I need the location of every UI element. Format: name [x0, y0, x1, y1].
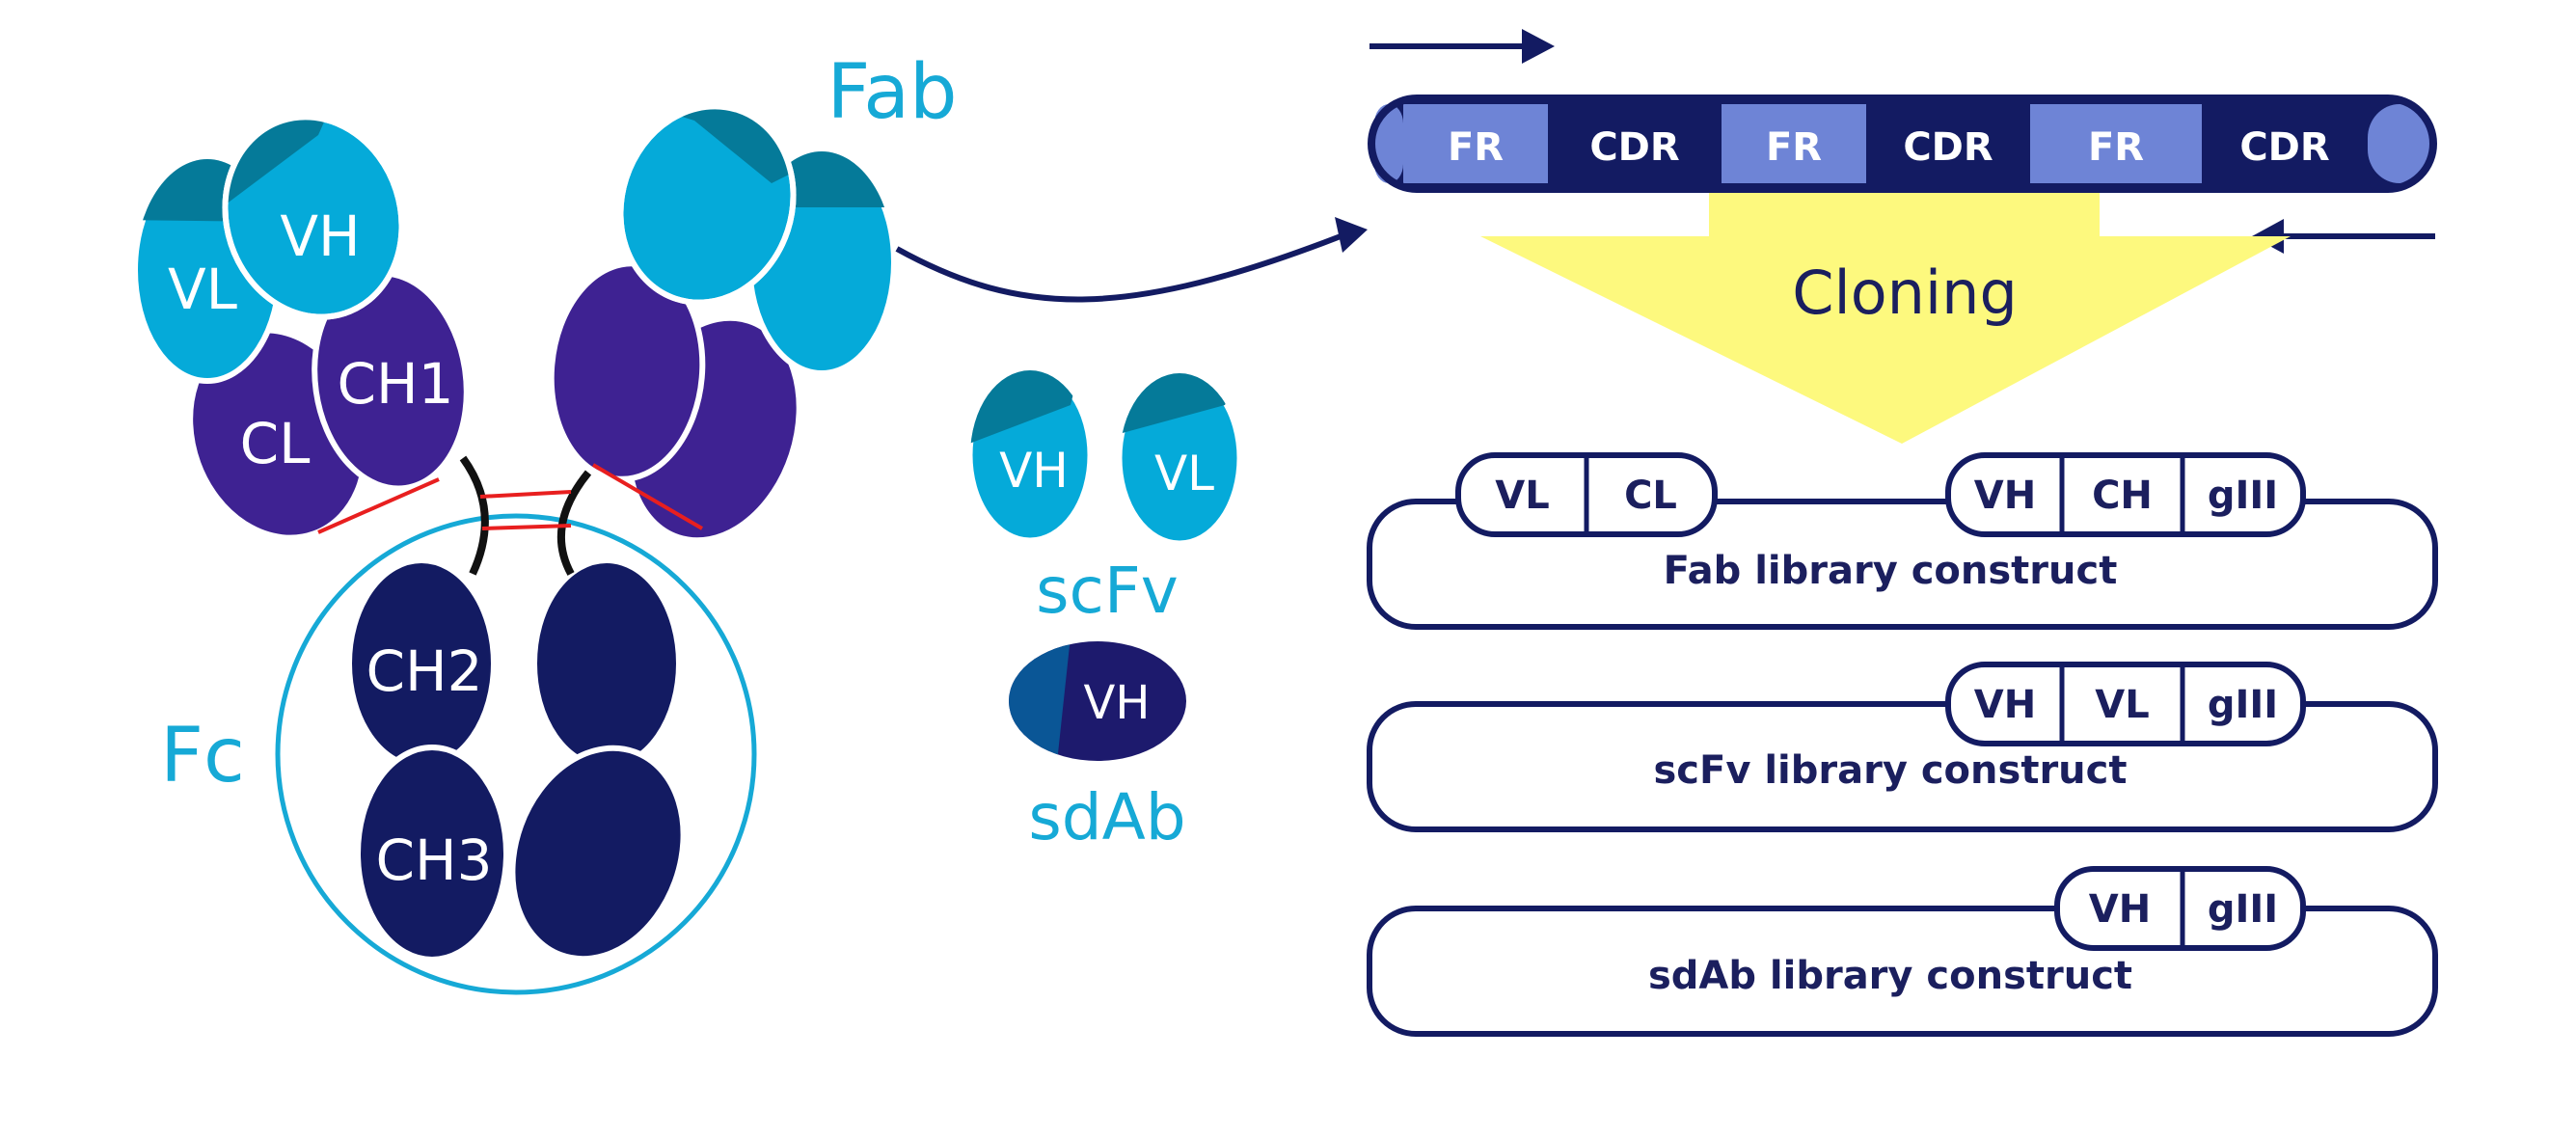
- gene-box-label: CH: [2092, 474, 2153, 518]
- construct: VH VL gIII scFv library construct: [1367, 662, 2438, 832]
- gene-box-label: gIII: [2208, 887, 2278, 932]
- strip-cap-right: [2368, 104, 2431, 183]
- construct-name: Fab library construct: [1664, 549, 2118, 593]
- gene-box-label: VL: [2095, 683, 2149, 727]
- fc-circle: [275, 513, 757, 995]
- cl-label: CL: [240, 411, 311, 476]
- strip-cap-left: [1374, 104, 1403, 183]
- ch3-label: CH3: [375, 827, 492, 893]
- scfv-label: scFv: [1036, 554, 1179, 628]
- gene-cassette: [1945, 662, 2306, 746]
- vh-label: VH: [280, 203, 360, 269]
- antibody: VL VH CL CH1 CH2 CH3 Fab Fc: [132, 49, 958, 995]
- cloning-funnel-neck: [1709, 188, 2100, 238]
- hinge-bond-top: [479, 490, 572, 499]
- ch2-domain-right: [531, 557, 682, 770]
- fr-label: FR: [2088, 125, 2144, 170]
- disulfide-bond-right: [591, 463, 704, 530]
- gene-strip: FR CDR FR CDR FR CDR: [1368, 95, 2437, 193]
- construct: VH gIII sdAb library construct: [1367, 866, 2438, 1037]
- fc-label: Fc: [160, 713, 245, 799]
- sdab-fragment: VH sdAb: [1009, 641, 1186, 854]
- gene-box-label: CL: [1624, 474, 1677, 518]
- forward-primer-arrowhead: [1522, 29, 1555, 64]
- cloning-label: Cloning: [1792, 257, 2018, 328]
- hinge-bond-bottom: [481, 524, 572, 530]
- ch3-domain: [355, 745, 509, 962]
- cdr-segment: [1548, 104, 1722, 183]
- ch3-domain-right: [509, 745, 687, 962]
- construct-name: sdAb library construct: [1648, 954, 2132, 998]
- scfv-vh-label: VH: [999, 443, 1069, 499]
- gene-box-label: VH: [1974, 683, 2036, 727]
- fr-segment: [1722, 104, 1866, 183]
- sdab-vh-label: VH: [1084, 676, 1151, 730]
- gene-box-label: VH: [1974, 474, 2036, 518]
- cdr-label: CDR: [1903, 125, 1993, 170]
- hinge-left: [459, 455, 489, 576]
- cdr-label: CDR: [1589, 125, 1679, 170]
- scfv-vl-label: VL: [1154, 446, 1214, 501]
- gene-box-label: VL: [1495, 474, 1549, 518]
- sdab-label: sdAb: [1028, 780, 1185, 854]
- cdr-segment: [2202, 104, 2368, 183]
- gene-cassette: [1945, 452, 2306, 537]
- construct: VL CL VH CH gIII Fab library construct: [1367, 452, 2438, 630]
- construct-name: scFv library construct: [1654, 748, 2128, 793]
- vl-label: VL: [168, 257, 237, 322]
- gene-box-label: gIII: [2208, 474, 2278, 518]
- fab-to-gene-arrow: [895, 233, 1342, 303]
- cdr-segment: [1866, 104, 2030, 183]
- gene-box-label: VH: [2089, 887, 2151, 932]
- disulfide-bond-left: [317, 477, 440, 534]
- cdr-label: CDR: [2239, 125, 2329, 170]
- ch2-label: CH2: [366, 638, 482, 704]
- fr-segment: [2030, 104, 2202, 183]
- ch1-label: CH1: [337, 351, 453, 417]
- fab-label: Fab: [827, 49, 957, 136]
- scfv-fragment: VH VL scFv: [967, 367, 1242, 628]
- gene-box-label: gIII: [2208, 683, 2278, 727]
- fr-label: FR: [1448, 125, 1504, 170]
- cloning-funnel: [1480, 236, 2291, 444]
- fr-segment: [1403, 104, 1548, 183]
- fab-to-gene-arrowhead: [1335, 217, 1368, 253]
- fr-label: FR: [1766, 125, 1822, 170]
